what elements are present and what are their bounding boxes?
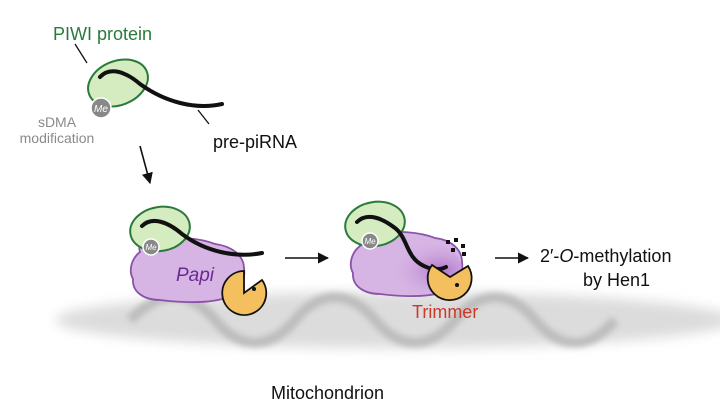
hen1-label: by Hen1: [583, 270, 650, 290]
me-label-1: Me: [94, 104, 108, 115]
trimmer-eye: [252, 287, 256, 291]
pre-pirna-strand: [140, 218, 264, 257]
piwi-protein-label: PIWI protein: [53, 24, 152, 44]
trimmer-label: Trimmer: [412, 302, 478, 322]
stage-3-trimming-complex: Me: [344, 200, 473, 301]
pre-pirna-strand: [98, 69, 224, 108]
mitochondrion-shape: [55, 292, 720, 348]
methylation-label: 2′-O-methylation: [540, 246, 671, 266]
papi-label: Papi: [176, 265, 215, 286]
me-label-2: Me: [145, 243, 157, 252]
stage-2-papi-complex: Me: [129, 205, 268, 316]
stage-1-piwi-complex: Me: [74, 43, 224, 125]
sdma-label-line2: modification: [20, 130, 95, 146]
sdma-label-line1: sDMA: [38, 114, 77, 130]
piwi-protein-shape: [129, 205, 191, 253]
piwi-protein-shape: [344, 200, 406, 248]
arrow-down-icon: [139, 145, 153, 185]
me-marker-icon: [361, 232, 379, 250]
trimmer-pacman-icon: [426, 263, 473, 301]
me-label-3: Me: [364, 237, 376, 246]
me-marker-icon: [90, 97, 112, 119]
pre-pirna-callout-line: [197, 109, 210, 125]
piwi-protein-shape: [87, 58, 149, 108]
trimmer-pacman-icon: [221, 270, 268, 316]
mitochondrion-label: Mitochondrion: [271, 383, 384, 403]
me-marker-icon: [142, 238, 160, 256]
pre-pirna-label: pre-piRNA: [213, 132, 297, 152]
piwi-callout-line: [74, 43, 88, 64]
cleaved-nucleotides-icon: [446, 238, 466, 256]
trimmer-eye: [455, 283, 459, 287]
